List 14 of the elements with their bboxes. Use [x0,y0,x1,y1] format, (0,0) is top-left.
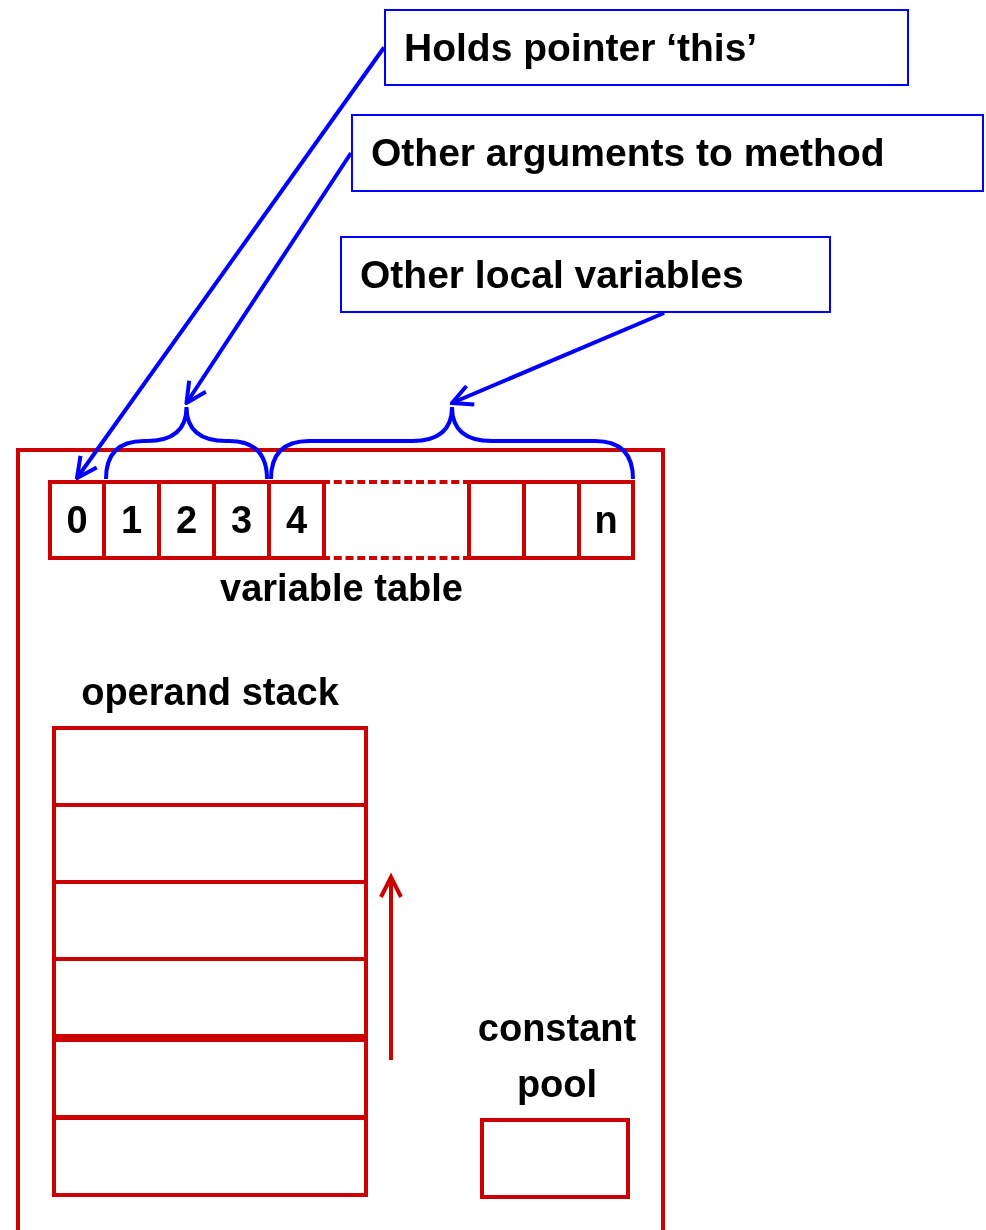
table-caption: variable table [219,566,464,611]
callout-box: Other local variables [340,236,831,313]
pool-heading: constant pool [476,1006,638,1107]
leader-arrow [75,46,386,480]
stack-frame-border [16,448,665,1230]
curly-brace [104,405,269,481]
callout-box: Other arguments to method [351,114,984,192]
callout-box: Holds pointer ‘this’ [384,9,909,86]
stack-slot [52,1038,368,1119]
leader-arrow [184,151,353,405]
leader-arrow [450,311,665,407]
stack-slot [52,1116,368,1197]
curly-brace [269,405,635,481]
stack-heading: operand stack [80,670,340,715]
